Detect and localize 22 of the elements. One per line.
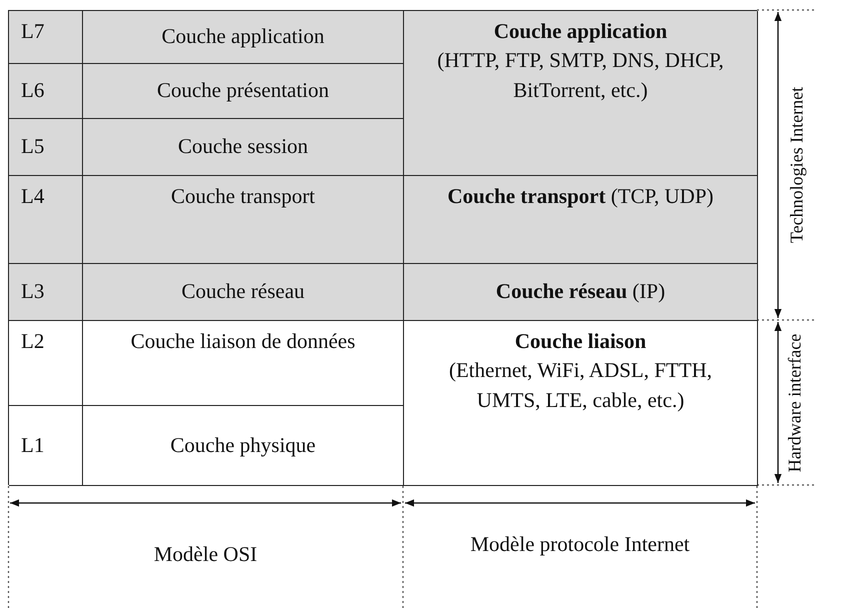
table-cell: Couche session xyxy=(83,119,404,176)
axis-label: Technologies Internet xyxy=(786,86,808,246)
table-cell: L5 xyxy=(9,119,83,176)
table-cell: L6 xyxy=(9,64,83,119)
table-cell: L3 xyxy=(9,264,83,321)
axis-label: Hardware interface xyxy=(784,332,806,474)
table-cell: Couche physique xyxy=(83,406,404,486)
table-cell: Couche transport xyxy=(83,176,404,264)
table-cell: L4 xyxy=(9,176,83,264)
table-cell: Couche liaison (Ethernet, WiFi, ADSL, FTTH, UMTS, LTE, cable, etc.) xyxy=(404,321,758,486)
column-label: Modèle protocole Internet xyxy=(469,531,691,558)
table-cell: Couche réseau xyxy=(83,264,404,321)
table-cell: Couche liaison de données xyxy=(83,321,404,406)
table-cell: Couche application xyxy=(83,11,404,64)
table-cell: L2 xyxy=(9,321,83,406)
table-cell: Couche réseau (IP) xyxy=(404,264,758,321)
table-cell: Couche application (HTTP, FTP, SMTP, DNS, DHCP, BitTorrent, etc.) xyxy=(404,11,758,176)
column-label: Modèle OSI xyxy=(152,541,258,568)
table-cell: L1 xyxy=(9,406,83,486)
table-cell: Couche présentation xyxy=(83,64,404,119)
table-cell: Couche transport (TCP, UDP) xyxy=(404,176,758,264)
table-cell: L7 xyxy=(9,11,83,64)
